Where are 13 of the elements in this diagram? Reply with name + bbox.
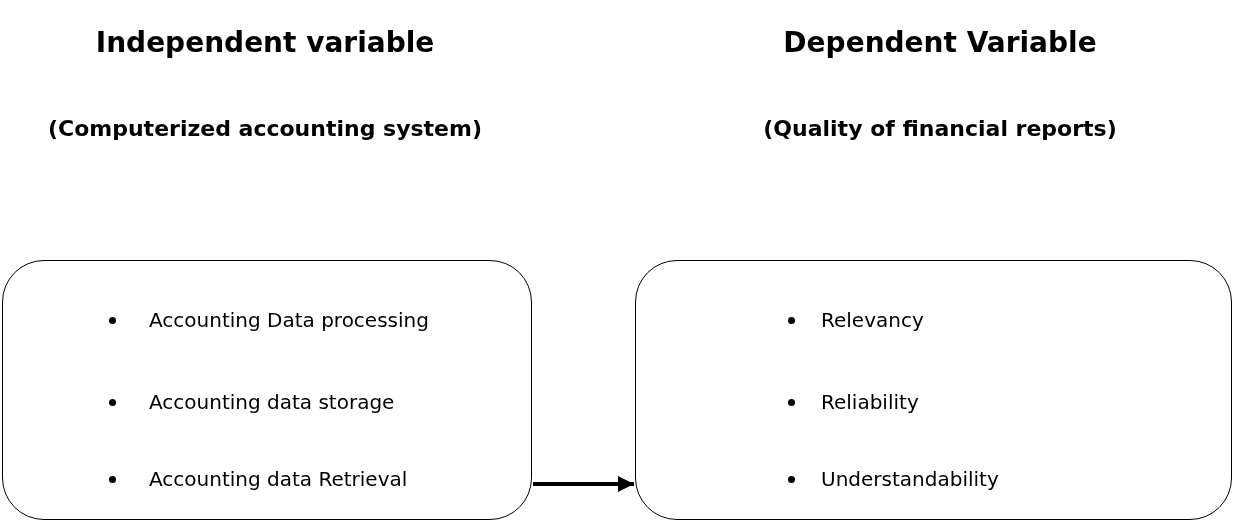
list-item: Understandability <box>821 467 999 491</box>
subheading: (Quality of financial reports) <box>763 116 1117 141</box>
list-item: Accounting data storage <box>149 390 395 414</box>
subheading: (Computerized accounting system) <box>47 116 483 141</box>
list-item: Accounting data Retrieval <box>149 467 408 491</box>
heading: Dependent Variable <box>783 26 1097 59</box>
list-item: Relevancy <box>821 308 924 332</box>
heading: Independent variable <box>95 26 435 59</box>
list-item: Reliability <box>821 390 919 414</box>
rounded-box <box>635 260 1232 520</box>
list-item: Accounting Data processing <box>149 308 429 332</box>
rounded-box <box>2 260 532 520</box>
arrow <box>533 476 634 492</box>
